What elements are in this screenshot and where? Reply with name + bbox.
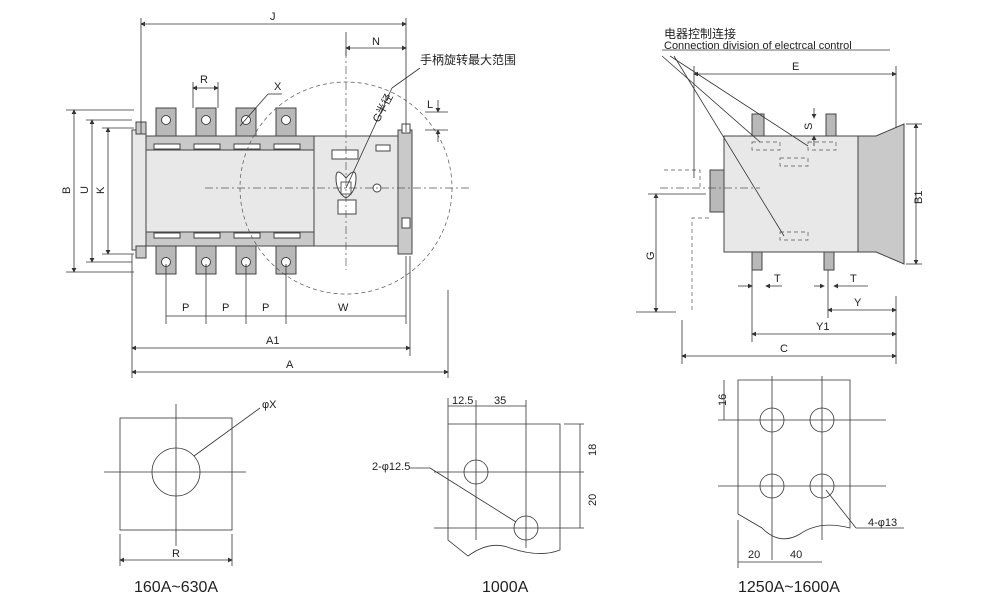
right-bracket: [397, 129, 413, 255]
top-slots: [153, 143, 301, 150]
front-dimensions: [66, 18, 449, 378]
front-view: [131, 50, 470, 295]
side-handle-shaft: [709, 169, 725, 213]
bottom-terminals: [155, 245, 297, 275]
dim-18: 18: [587, 444, 599, 456]
dim-Y: Y: [854, 297, 862, 309]
detail-small: [104, 404, 261, 566]
note-control-en: Connection division of electrcal control: [664, 40, 852, 52]
bottom-slots: [153, 232, 301, 239]
side-view: [660, 49, 905, 310]
side-term-bot-1: [751, 251, 763, 271]
dim-E: E: [792, 61, 799, 73]
top-terminals: [155, 107, 297, 137]
dim-35: 35: [494, 395, 506, 407]
right-bracket-slot: [401, 217, 411, 229]
dim-J: J: [270, 11, 276, 23]
dim-T2: T: [850, 273, 857, 285]
dim-A: A: [286, 359, 294, 371]
dim-B: B: [61, 187, 73, 194]
dim-W: W: [338, 302, 349, 314]
handle-rotation-circle: [239, 81, 453, 295]
dim-S: S: [803, 123, 815, 130]
side-dimensions: [636, 66, 922, 364]
left-bracket-bottom: [135, 245, 147, 259]
dim-P2: P: [222, 302, 229, 314]
dim-B1: B1: [913, 191, 925, 204]
side-body: [723, 135, 859, 253]
dim-12-5: 12.5: [452, 395, 473, 407]
side-mechanism: [857, 123, 905, 265]
dim-K: K: [95, 186, 107, 194]
dim-40: 40: [790, 549, 802, 561]
dim-L: L: [427, 99, 433, 111]
dim-X: X: [274, 81, 282, 93]
lock-window: [337, 199, 357, 215]
indicator-small: [375, 144, 391, 152]
dim-P1: P: [182, 302, 189, 314]
dim-U: U: [79, 186, 91, 194]
side-term-bot-2: [823, 251, 835, 271]
left-bracket: [131, 129, 147, 251]
dim-20-mid: 20: [587, 494, 599, 506]
dim-R: R: [200, 74, 208, 86]
dim-T1: T: [774, 273, 781, 285]
dim-N: N: [372, 36, 380, 48]
dim-G-radius: G半径: [369, 91, 396, 125]
indicator-window: [331, 149, 359, 160]
dim-C: C: [780, 343, 788, 355]
dim-G: G: [645, 251, 657, 260]
caption-mid: 1000A: [482, 579, 529, 596]
caption-small: 160A~630A: [134, 579, 218, 596]
detail-mid: [410, 398, 584, 557]
dim-R-detail: R: [172, 548, 180, 560]
dim-phiX: φX: [262, 399, 277, 411]
dim-P3: P: [262, 302, 269, 314]
dim-20-large: 20: [748, 549, 760, 561]
dim-Y1: Y1: [816, 321, 829, 333]
note-control-cn: 电器控制连接: [664, 26, 736, 41]
switch-body: [145, 135, 315, 247]
dim-holes-large: 4-φ13: [868, 517, 897, 529]
side-term-top-2: [825, 113, 837, 137]
note-handle-range: 手柄旋转最大范围: [420, 52, 516, 67]
dim-16: 16: [717, 394, 729, 406]
dim-A1: A1: [266, 335, 279, 347]
dim-holes-mid: 2-φ12.5: [372, 461, 410, 473]
caption-large: 1250A~1600A: [738, 579, 840, 596]
detail-large: [718, 376, 904, 568]
side-term-top-1: [751, 113, 765, 137]
